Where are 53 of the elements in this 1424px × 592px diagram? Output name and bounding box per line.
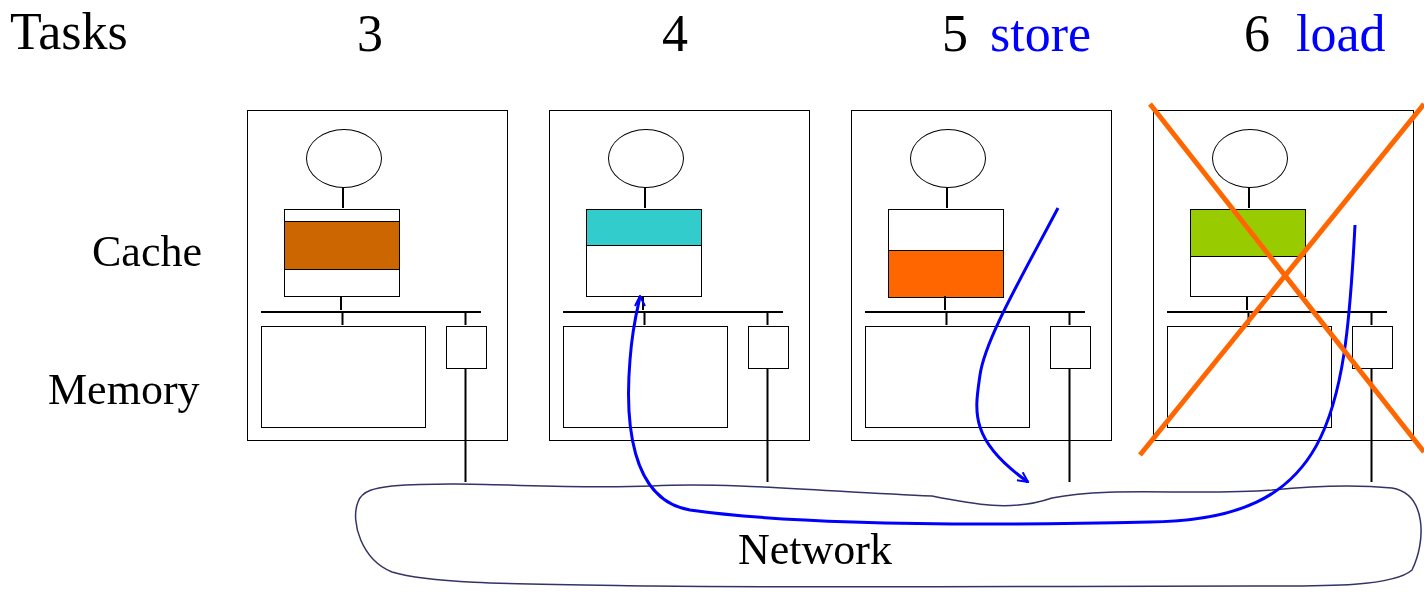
- connector-line: [342, 186, 344, 209]
- connector-line: [1068, 311, 1071, 326]
- network-interface-box: [1050, 326, 1091, 369]
- network-interface-box: [748, 326, 789, 369]
- side-label: Memory: [48, 368, 200, 412]
- connector-line: [341, 311, 344, 326]
- cache-box: [586, 209, 702, 297]
- cache-fill-bar: [284, 221, 400, 270]
- connector-line: [1370, 367, 1373, 483]
- connector-line: [1068, 367, 1071, 483]
- connector-line: [766, 367, 769, 483]
- computer-box: [549, 110, 810, 441]
- cache-box: [888, 209, 1004, 297]
- connector-line: [944, 295, 946, 311]
- operation-label: load: [1296, 8, 1387, 60]
- connector-line: [945, 311, 948, 326]
- arrow: [975, 207, 1060, 484]
- connector-line: [644, 186, 646, 209]
- task-number: 3: [356, 8, 384, 60]
- connector-line: [1370, 311, 1373, 326]
- side-label: Cache: [92, 230, 202, 274]
- task-number: 4: [661, 8, 689, 60]
- connector-line: [642, 295, 644, 311]
- cache-box: [1190, 209, 1306, 297]
- side-label: Tasks: [10, 6, 128, 58]
- memory-box: [563, 326, 728, 428]
- network-label: Network: [738, 528, 892, 572]
- connector-line: [1246, 295, 1248, 311]
- arrow: [627, 224, 1357, 526]
- operation-label: store: [990, 8, 1093, 60]
- connector-line: [1248, 186, 1250, 209]
- connector-line: [340, 295, 342, 311]
- processor-circle: [1212, 129, 1288, 188]
- connector-line: [946, 186, 948, 209]
- connector-line: [643, 311, 646, 326]
- network-interface-box: [1352, 326, 1393, 369]
- memory-box: [865, 326, 1030, 428]
- task-number: 5: [941, 8, 969, 60]
- cache-fill-bar: [1190, 209, 1306, 257]
- network-interface-box: [446, 326, 487, 369]
- memory-box: [1167, 326, 1332, 428]
- computer-box: [851, 110, 1112, 441]
- connector-line: [1247, 311, 1250, 326]
- cache-fill-bar: [586, 209, 702, 246]
- connector-line: [464, 311, 467, 326]
- memory-box: [261, 326, 426, 428]
- network-cloud: [352, 482, 1424, 590]
- task-number: 6: [1243, 8, 1271, 60]
- connector-line: [766, 311, 769, 326]
- cache-box: [284, 209, 400, 297]
- cache-fill-bar: [888, 250, 1004, 298]
- connector-line: [464, 367, 467, 483]
- computer-box: [247, 110, 508, 441]
